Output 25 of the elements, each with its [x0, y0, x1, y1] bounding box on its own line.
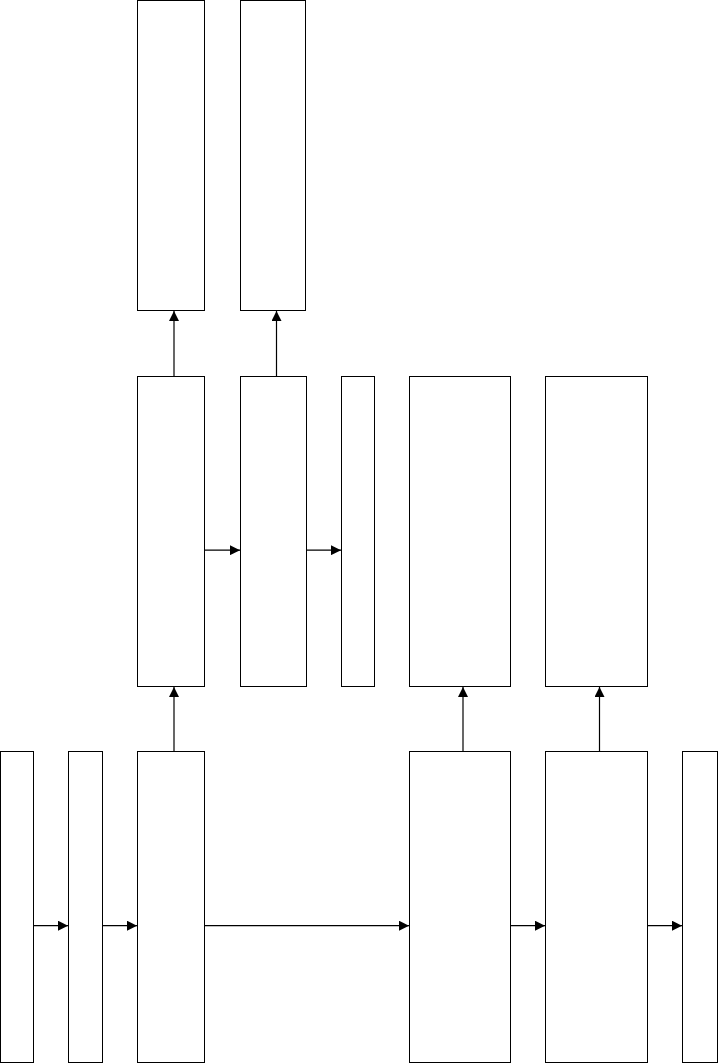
arrow — [204, 920, 410, 931]
process-box — [240, 0, 306, 311]
process-box — [137, 376, 205, 687]
process-box — [545, 751, 648, 1063]
process-box — [0, 751, 34, 1063]
arrow — [169, 686, 179, 752]
process-box — [137, 751, 205, 1063]
arrow — [510, 920, 546, 931]
process-box — [137, 0, 205, 311]
arrow — [306, 545, 342, 556]
process-box — [341, 376, 375, 687]
arrow — [169, 310, 179, 377]
arrow — [458, 686, 468, 752]
arrow — [271, 310, 282, 377]
arrow — [594, 686, 605, 752]
arrow — [33, 920, 69, 931]
process-box — [68, 751, 103, 1063]
process-box — [240, 376, 307, 687]
arrow — [647, 920, 683, 931]
process-box — [409, 376, 511, 687]
arrow — [204, 545, 241, 556]
process-box — [409, 751, 511, 1063]
process-box — [682, 751, 718, 1063]
arrow — [102, 920, 138, 931]
process-box — [545, 376, 648, 687]
